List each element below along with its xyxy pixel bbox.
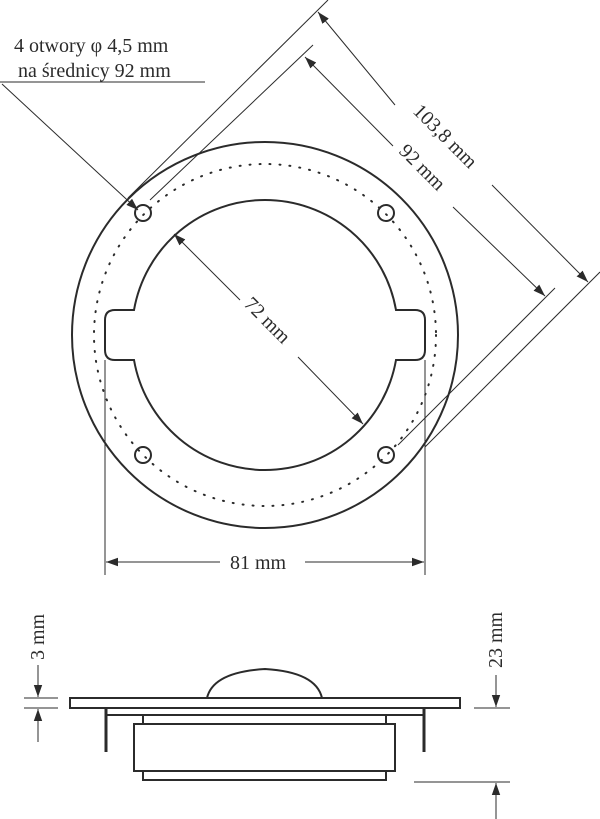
tab-width-label: 81 mm	[230, 552, 287, 574]
holes-note-line1: 4 otwory φ 4,5 mm	[14, 35, 169, 57]
depth-label: 23 mm	[485, 611, 507, 668]
note-leader-arrow	[1, 83, 139, 211]
mounting-hole-top-left	[134, 204, 152, 222]
outer-flange-circle	[71, 141, 459, 529]
magnet-bottom-ring	[142, 770, 387, 781]
dimension-depth: 23 mm	[414, 611, 510, 819]
dimension-arrow-inner-start	[173, 233, 241, 301]
dimension-tab-width: 81 mm	[106, 552, 424, 574]
magnet-top-ring	[142, 714, 387, 725]
under-plate	[105, 707, 425, 716]
dimension-arrow-outer-start	[317, 11, 396, 106]
flange-plate	[69, 697, 461, 709]
inner-diameter-label: 72 mm	[239, 293, 295, 349]
magnet-body	[133, 723, 396, 772]
extension-line-outer-top	[127, 0, 329, 199]
holes-note: 4 otwory φ 4,5 mm na średnicy 92 mm	[0, 35, 205, 211]
dimension-flange-thickness: 3 mm	[24, 613, 58, 742]
mounting-hole-bottom-left	[134, 446, 152, 464]
extension-line-pitch-bottom	[397, 287, 556, 446]
mounting-hole-top-right	[377, 204, 395, 222]
mounting-hole-bottom-right	[377, 446, 395, 464]
extension-line-pitch-top	[149, 44, 314, 201]
dome	[206, 667, 323, 699]
side-view	[69, 667, 461, 781]
flange-thickness-label: 3 mm	[27, 613, 49, 660]
dimension-arrow-pitch-end	[452, 206, 546, 297]
extension-line-outer-bottom	[424, 271, 600, 448]
dimension-inner-diameter: 72 mm	[173, 233, 364, 425]
dimension-arrow-outer-end	[491, 184, 589, 283]
dimension-arrow-pitch-start	[304, 56, 394, 147]
holes-note-line2: na średnicy 92 mm	[18, 60, 171, 82]
hole-pitch-circle	[93, 163, 437, 507]
dimension-outer-diameter: 103,8 mm	[127, 0, 600, 448]
dimension-hole-circle: 92 mm	[149, 44, 556, 446]
top-view	[71, 141, 459, 575]
dimension-arrow-inner-end	[297, 356, 364, 425]
inner-opening-with-tabs	[104, 199, 426, 471]
